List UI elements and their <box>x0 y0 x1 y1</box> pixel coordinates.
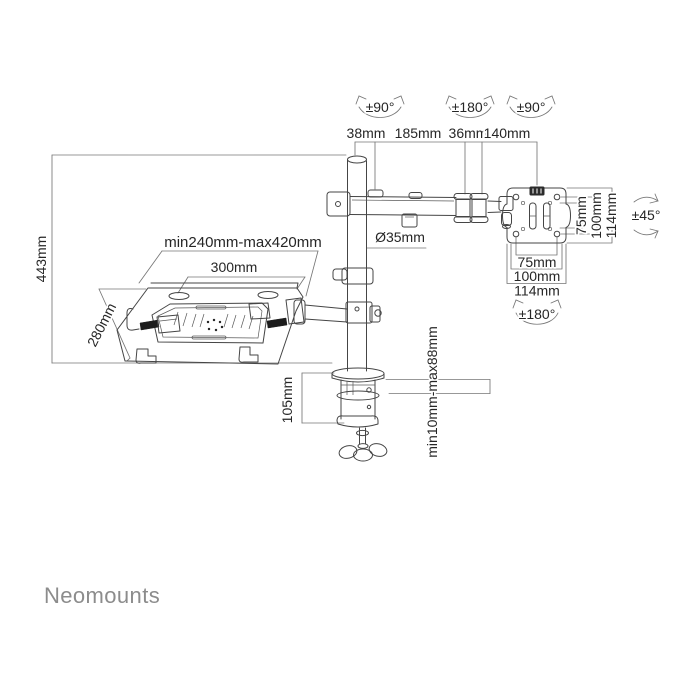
label-pole-swivel: ±90° <box>366 99 395 115</box>
vesa-plate <box>502 186 571 244</box>
laptop-tray <box>116 282 348 365</box>
label-clamp-opening: min10mm-max88mm <box>424 326 440 457</box>
label-300mm: 300mm <box>211 259 258 275</box>
label-vesa-h-75: 75mm <box>518 254 557 270</box>
label-443mm: 443mm <box>33 236 49 283</box>
brand-logo: Neomounts <box>44 583 161 608</box>
label-36mm: 36mm <box>449 125 488 141</box>
label-185mm: 185mm <box>395 125 442 141</box>
label-vesa-h-114: 114mm <box>514 283 560 299</box>
mount-pole <box>326 155 382 372</box>
label-vesa-swivel: ±90° <box>517 99 546 115</box>
label-105mm: 105mm <box>279 377 295 424</box>
rotation-arc-icons <box>355 95 659 325</box>
label-pole-diameter: Ø35mm <box>375 229 425 245</box>
label-140mm: 140mm <box>484 125 531 141</box>
label-280mm: 280mm <box>84 300 119 349</box>
label-vesa-rotate: ±180° <box>519 306 556 322</box>
label-vesa-v-75: 75mm <box>573 196 589 235</box>
monitor-arm <box>349 189 514 229</box>
dimension-lines <box>51 141 613 424</box>
label-38mm: 38mm <box>347 125 386 141</box>
desk-clamp <box>331 367 388 462</box>
dimension-labels: 38mm 185mm 36mm 140mm ±90° ±180° ±90° ±4… <box>31 97 662 459</box>
label-tray-range: min240mm-max420mm <box>164 234 322 251</box>
label-vesa-h-100: 100mm <box>514 268 561 284</box>
label-elbow-swivel: ±180° <box>452 99 489 115</box>
label-vesa-tilt: ±45° <box>632 207 661 223</box>
label-vesa-v-100: 100mm <box>588 192 604 239</box>
label-vesa-v-114: 114mm <box>603 193 619 239</box>
